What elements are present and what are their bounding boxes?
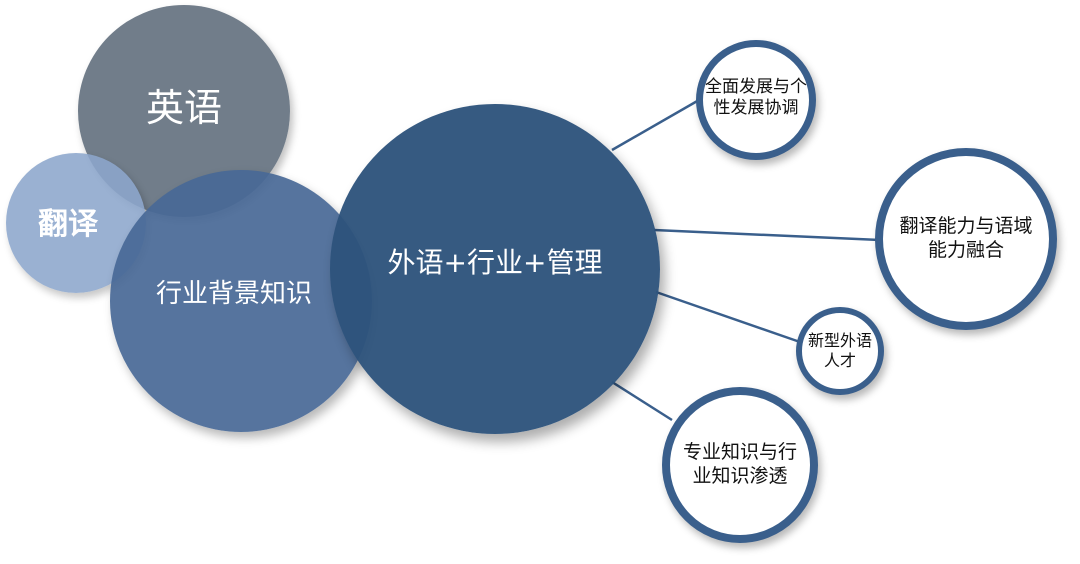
industry-knowledge-label: 行业背景知识 (156, 278, 313, 309)
satellite-circle-knowledge-infusion: 专业知识与行业知识渗透 (662, 387, 818, 543)
industry-knowledge-circle: 行业背景知识 (110, 170, 372, 432)
english-label: 英语 (145, 85, 222, 130)
satellite-label-development: 全面发展与个性发展协调 (705, 76, 807, 118)
core-circle: 外语+行业+管理 (330, 104, 660, 434)
translation-label: 翻译 (38, 207, 98, 242)
satellite-label-new-talent: 新型外语人才 (807, 331, 872, 370)
satellite-label-translation-register: 翻译能力与语域能力融合 (899, 215, 1033, 261)
core-label: 外语+行业+管理 (387, 246, 603, 279)
satellite-circle-new-talent: 新型外语人才 (796, 307, 884, 395)
satellite-circle-development: 全面发展与个性发展协调 (696, 40, 816, 160)
connector-line-4 (611, 380, 673, 422)
connector-line-3 (655, 290, 801, 344)
connector-line-2 (653, 228, 881, 242)
connector-line-1 (611, 94, 707, 152)
satellite-label-knowledge-infusion: 专业知识与行业知识渗透 (682, 441, 797, 487)
satellite-circle-translation-register: 翻译能力与语域能力融合 (875, 148, 1057, 330)
